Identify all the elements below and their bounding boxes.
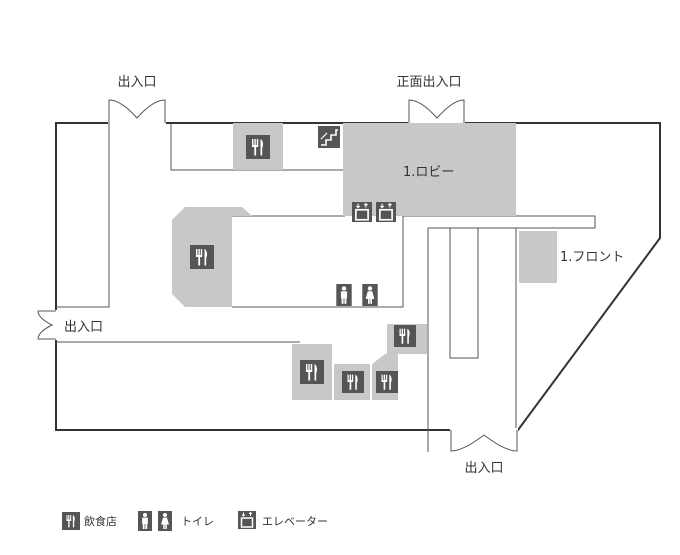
toilet-woman-icon [362,284,378,306]
label-entrance-left: 出入口 [64,320,103,335]
fork-knife-icon [190,245,214,269]
legend-elevator-icon [238,511,256,529]
building-outline [55,122,661,431]
fork-knife-icon [342,371,364,393]
stairs-icon [318,126,340,148]
door-gap-bottom [450,427,518,433]
fork-knife-icon [376,371,398,393]
front-area [519,231,557,283]
door-top-left [108,99,166,123]
legend-toilet-woman-icon [158,511,172,531]
door-gap-left [53,310,59,340]
elevator-icon [376,202,396,222]
door-main [408,99,465,123]
legend-elevator-label: エレベーター [262,515,328,528]
label-front: 1.フロント [560,250,624,265]
fork-knife-icon [246,135,270,159]
door-bottom [450,430,518,452]
label-entrance-bottom: 出入口 [464,461,503,476]
toilet-man-icon [336,284,352,306]
lobby-area [343,123,516,216]
label-lobby: 1.ロビー [403,165,454,180]
door-gap-top-left [108,120,166,126]
legend: 飲食店 トイレ エレベーター [62,511,328,531]
legend-restaurant-label: 飲食店 [84,514,117,528]
door-left [37,310,56,340]
legend-toilet-label: トイレ [181,515,214,528]
fork-knife-icon [300,360,324,384]
label-entrance-top-left: 出入口 [117,75,156,90]
legend-toilet-man-icon [138,511,152,531]
label-entrance-main: 正面出入口 [396,75,461,90]
elevator-icon [352,202,372,222]
legend-fork-knife-icon [62,512,80,530]
fork-knife-icon [394,325,416,347]
